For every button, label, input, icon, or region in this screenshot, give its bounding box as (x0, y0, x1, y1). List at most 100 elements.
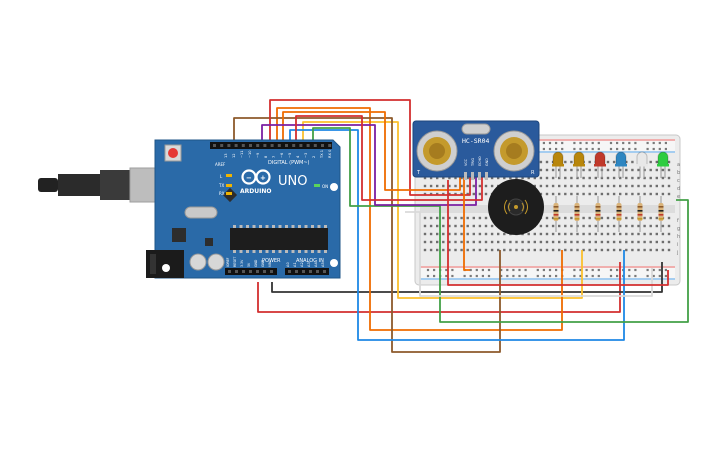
atmega-chip (230, 228, 328, 250)
wire-red-right (295, 115, 483, 201)
analog-header (285, 268, 329, 275)
resistor (658, 196, 664, 232)
pin-label: RX 0 (328, 149, 332, 158)
l-led (226, 174, 232, 177)
wire-orange-short (463, 165, 470, 271)
transducer-right (493, 130, 535, 172)
power-pin-labels: IOREF RESET 3.3V 5V GND GND VIN (226, 257, 272, 267)
wire-blue-loop (289, 129, 625, 341)
tx-led (226, 184, 232, 187)
led (615, 151, 627, 178)
resistor (553, 196, 559, 232)
svg-text:−: − (246, 174, 252, 182)
capacitor (207, 253, 225, 271)
pin-label: A0 (286, 262, 290, 267)
model-label: UNO (278, 174, 307, 189)
aref-label: AREF (215, 162, 226, 167)
digital-label: DIGITAL (PWM~) (268, 160, 310, 166)
led (552, 151, 564, 178)
transducer-left (416, 130, 458, 172)
pin-label: GND (261, 259, 265, 267)
pin-label: IOREF (226, 257, 230, 267)
pin-label: VIN (268, 261, 272, 267)
tx-label: TX (218, 183, 224, 188)
arduino-uno-board: − + ARDUINO UNO DIGITAL (PWM~) POWER ANA… (38, 139, 341, 279)
row-letter: a (677, 162, 680, 168)
chip-pins (233, 225, 327, 253)
wire-purple (261, 124, 477, 206)
mounting-hole (162, 264, 170, 272)
pin-label: 5V (247, 262, 251, 267)
piezo-buzzer (488, 179, 544, 235)
wire-red-gnd (447, 180, 669, 286)
sensor-crystal (461, 123, 491, 135)
wire-brown-loop (233, 117, 501, 353)
row-letter: f (677, 218, 679, 224)
resistor (574, 196, 580, 232)
reset-button-cap[interactable] (168, 148, 178, 158)
sensor-t-label: T (416, 170, 421, 176)
pin-label: ~6 (280, 152, 284, 158)
crystal (184, 206, 218, 219)
wire-red-bottom (257, 262, 621, 313)
pin-label: ~9 (256, 152, 260, 158)
mounting-hole (330, 259, 338, 267)
usb-plug (100, 170, 130, 200)
arduino-logo-icon: − + (241, 169, 271, 185)
row-letter: b (677, 170, 680, 176)
wire-white (405, 211, 653, 297)
led (594, 151, 606, 178)
resistor (616, 196, 622, 232)
pin-label: A3 (307, 262, 311, 267)
leds (552, 151, 669, 178)
row-letter: i (677, 242, 678, 248)
wire-black-bottom (271, 262, 663, 293)
pin-label: 13 (224, 153, 228, 158)
header-pins (213, 144, 332, 273)
pin-label: ~10 (248, 150, 252, 158)
sensor-pin-label: TRIG (471, 158, 475, 167)
brand-label: ARDUINO (240, 188, 271, 195)
rx-label: RX (219, 191, 225, 196)
sensor-pins (464, 172, 488, 180)
pin-label: 12 (232, 153, 236, 158)
wire-orange-loop (276, 107, 563, 331)
resistors (553, 196, 664, 232)
pin-label: RESET (233, 257, 237, 267)
pin-label: ~11 (240, 150, 244, 158)
row-letter: d (677, 186, 680, 192)
center-channel (420, 205, 675, 213)
pin-label: TX 1 (320, 150, 324, 159)
row-letters-top: a b c d e f g h i j (676, 162, 680, 256)
pin-label: GND (254, 259, 258, 267)
wire-yellow-loop (302, 121, 583, 299)
row-letter: j (676, 250, 678, 256)
sensor-model-label: HC-SR04 (462, 137, 489, 145)
analog-pin-labels: A0 A1 A2 A3 A4 A5 (286, 262, 325, 267)
wire-orange-top (282, 111, 461, 191)
row-letter: h (677, 234, 680, 240)
svg-text:+: + (260, 174, 266, 182)
row-letter: g (677, 226, 680, 232)
pin-label: A4 (314, 262, 318, 267)
sensor-pin-label: VCC (464, 158, 468, 166)
on-label: ON (322, 184, 328, 189)
sensor-r-label: R (531, 170, 535, 176)
row-letter: c (677, 178, 680, 184)
rx-led (226, 192, 232, 195)
pin-label: ~3 (304, 153, 308, 158)
pin-label: 8 (264, 155, 268, 158)
usb-cable (58, 174, 100, 196)
sensor-pin-label: GND (485, 158, 489, 166)
sensor-pin-label: ECHO (478, 156, 482, 166)
wire-red-top (269, 99, 471, 196)
pin-label: A2 (300, 262, 304, 267)
pin-label: ~5 (288, 153, 292, 158)
on-led (314, 184, 320, 187)
pin-label: 3.3V (240, 259, 244, 267)
pin-label: 7 (272, 156, 276, 158)
pin-label: A5 (321, 262, 325, 267)
power-rail-bottom (420, 266, 675, 280)
row-letter: e (677, 194, 680, 200)
